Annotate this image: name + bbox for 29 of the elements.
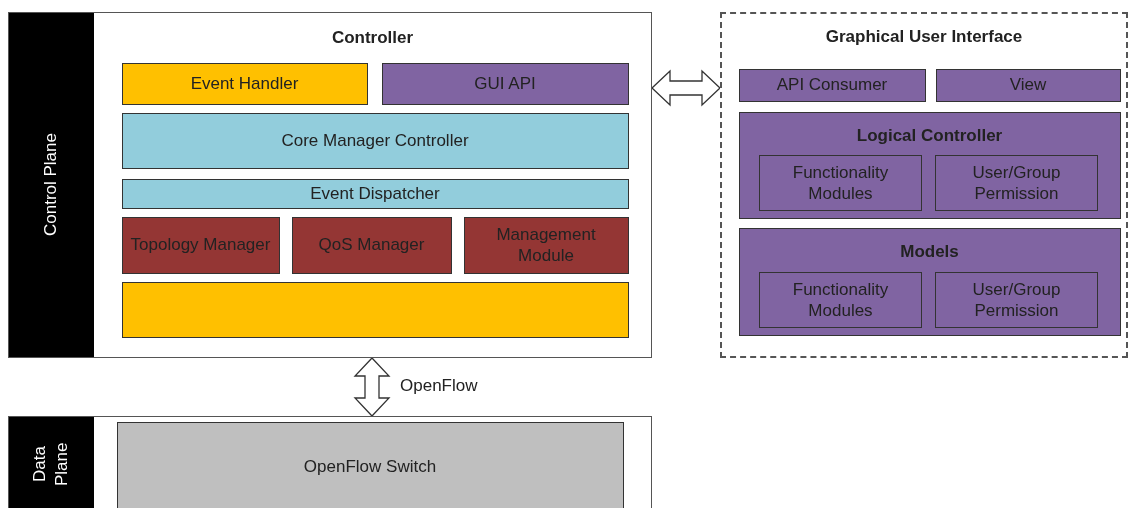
group-title: Logical Controller	[855, 125, 1004, 146]
plane-label: Control Plane	[40, 133, 62, 237]
double-arrow	[651, 69, 721, 107]
module-box: Topology Manager	[121, 216, 280, 274]
plane-label: Data Plane	[29, 441, 73, 488]
component-group	[738, 111, 1121, 219]
module-box: Functionality Modules	[759, 155, 922, 211]
edge-label: OpenFlow	[398, 376, 480, 396]
empty-module-box	[121, 281, 629, 338]
switch-box: OpenFlow Switch	[116, 421, 624, 508]
module-box: Event Dispatcher	[121, 178, 629, 209]
component-group	[738, 227, 1121, 336]
module-box: Event Handler	[121, 62, 368, 105]
data-plane-frame	[8, 416, 652, 508]
group-title: Models	[899, 241, 960, 262]
module-box: QoS Manager	[291, 216, 452, 274]
module-box: Core Manager Controller	[121, 112, 629, 169]
section-title: Graphical User Interface	[824, 27, 1024, 47]
double-arrow	[353, 357, 391, 417]
module-box: Management Module	[463, 216, 629, 274]
module-box: API Consumer	[738, 68, 926, 102]
module-box: Functionality Modules	[759, 272, 922, 328]
module-box: User/Group Permission	[935, 272, 1098, 328]
module-box: User/Group Permission	[935, 155, 1098, 211]
gui-container	[720, 12, 1128, 358]
section-title: Controller	[330, 28, 415, 48]
module-box: View	[935, 68, 1121, 102]
module-box: GUI API	[381, 62, 629, 105]
control-plane-frame	[8, 12, 652, 358]
